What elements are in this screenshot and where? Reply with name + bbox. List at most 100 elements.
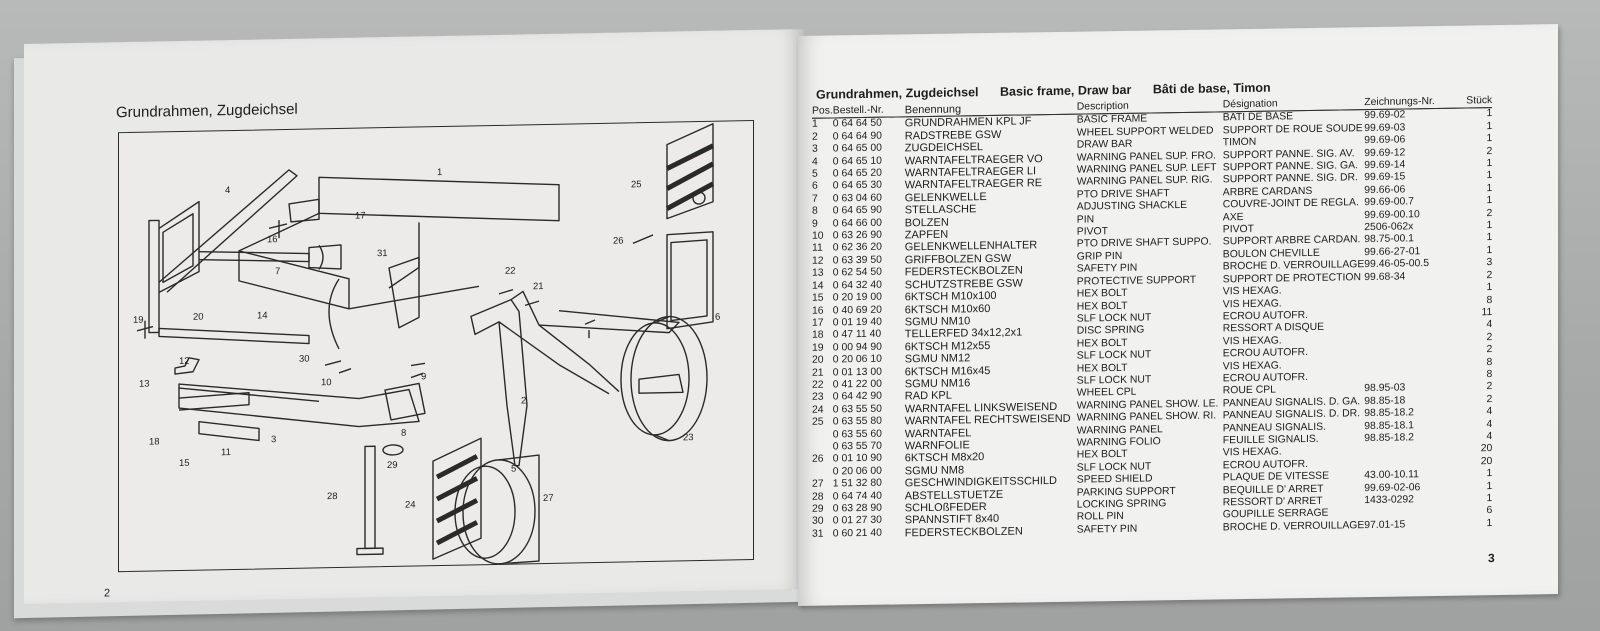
cell-quantity: 2 — [1486, 344, 1493, 356]
parts-table: Pos. Bestell.-Nr. Benennung Description … — [812, 95, 1493, 541]
cell-pos: 30 — [812, 516, 824, 528]
cell-order-number: 0 01 10 90 — [832, 453, 882, 465]
page-number-right: 3 — [1488, 551, 1495, 566]
cell-order-number: 0 64 42 90 — [832, 391, 882, 403]
cell-pos: 29 — [812, 503, 824, 515]
cell-order-number: 0 62 36 20 — [832, 242, 882, 254]
cell-description: SAFETY PIN — [1076, 523, 1138, 536]
cell-order-number: 0 63 39 50 — [832, 254, 882, 267]
pto-drive-shaft — [198, 250, 310, 263]
cell-order-number: 0 20 19 00 — [832, 291, 882, 304]
cell-pos: 19 — [812, 342, 824, 354]
cell-order-number: 0 63 55 60 — [832, 428, 882, 441]
page-number-left: 2 — [104, 587, 111, 600]
cell-designation: SUPPORT PANNE. SIG. DR. — [1222, 172, 1358, 186]
cell-designation: BROCHE D. VERROUILLAGE — [1222, 519, 1365, 534]
cell-quantity: 8 — [1486, 294, 1493, 306]
cell-quantity: 1 — [1486, 182, 1493, 195]
cell-pos: 24 — [812, 404, 824, 416]
left-page: Grundrahmen, Zugdeichsel — [24, 29, 804, 604]
callout-label: 21 — [533, 281, 544, 292]
cell-description: WARNING PANEL SUP. RIG. — [1076, 174, 1213, 189]
callout-label: 2 — [521, 395, 526, 406]
cell-order-number: 0 62 54 50 — [832, 266, 882, 279]
cell-order-number: 0 64 65 10 — [832, 155, 882, 168]
cell-pos: 26 — [812, 453, 824, 466]
cell-description: PTO DRIVE SHAFT SUPPO. — [1076, 236, 1212, 251]
cell-drawing-number: 97.01-15 — [1364, 519, 1406, 531]
callout-label: 14 — [257, 310, 268, 321]
callout-label: 26 — [613, 235, 624, 246]
diagram-title: Grundrahmen, Zugdeichsel — [116, 100, 298, 122]
cell-order-number: 0 64 65 00 — [832, 142, 882, 155]
cell-order-number: 0 63 04 60 — [832, 192, 882, 205]
cell-pos: 21 — [812, 367, 824, 379]
cell-order-number: 0 64 65 30 — [832, 180, 882, 192]
cell-quantity: 1 — [1486, 480, 1493, 492]
callout-label: 15 — [179, 458, 190, 469]
parking-support — [364, 445, 376, 550]
cell-quantity: 4 — [1486, 418, 1493, 430]
cell-quantity: 2 — [1486, 331, 1493, 343]
cell-pos: 1 — [812, 119, 818, 131]
cell-quantity: 8 — [1486, 369, 1493, 381]
cell-order-number: 0 47 11 40 — [832, 329, 882, 341]
cell-quantity: 1 — [1486, 170, 1493, 182]
cell-pos — [812, 466, 833, 479]
cell-pos: 6 — [812, 181, 818, 193]
cell-pos: 5 — [812, 168, 818, 180]
callout-label: 22 — [505, 266, 516, 277]
cell-quantity: 1 — [1486, 244, 1493, 257]
callout-label: 3 — [271, 434, 276, 445]
cell-designation: COUVRE-JOINT DE REGLA. — [1222, 197, 1359, 211]
cell-designation: PANNEAU SIGNALIS. D. DR. — [1222, 408, 1361, 422]
header-quantity: Stück — [1466, 95, 1493, 109]
cell-order-number: 0 01 19 40 — [832, 316, 882, 329]
callout-label: 29 — [387, 460, 398, 471]
cell-pos: 14 — [812, 280, 824, 292]
cell-order-number: 0 64 64 50 — [832, 118, 882, 130]
cell-pos: 4 — [812, 156, 818, 168]
cell-pos: 3 — [812, 143, 818, 155]
cell-quantity: 3 — [1486, 257, 1493, 269]
cell-quantity: 1 — [1486, 120, 1493, 132]
cell-designation: SUPPORT ARBRE CARDAN. — [1222, 234, 1361, 248]
cell-order-number: 0 63 26 90 — [832, 229, 882, 242]
cell-pos: 28 — [812, 491, 824, 503]
cell-pos: 10 — [812, 230, 824, 242]
cell-order-number: 0 41 22 00 — [832, 378, 882, 391]
cell-pos: 11 — [812, 243, 823, 255]
title-english: Basic frame, Draw bar — [1000, 82, 1132, 99]
cell-quantity: 1 — [1486, 195, 1493, 207]
cell-order-number: 0 64 65 20 — [832, 167, 882, 180]
warning-panel-support-right — [666, 231, 714, 330]
cell-designation: SUPPORT DE PROTECTION — [1222, 271, 1361, 286]
warning-panel-left — [432, 437, 482, 560]
cell-quantity: 1 — [1486, 517, 1493, 529]
cell-order-number: 0 60 21 40 — [832, 527, 882, 540]
callout-label: 12 — [179, 356, 190, 367]
cell-order-number: 0 63 55 80 — [832, 415, 882, 428]
callout-label: 6 — [715, 312, 720, 323]
callout-label: 24 — [405, 499, 416, 510]
cell-pos: 27 — [812, 478, 824, 490]
title-german: Grundrahmen, Zugdeichsel — [816, 85, 979, 102]
cell-order-number: 0 64 64 90 — [832, 130, 882, 143]
callout-label: 8 — [401, 428, 406, 439]
cell-order-number: 0 20 06 10 — [832, 353, 882, 366]
cell-quantity: 1 — [1486, 158, 1493, 170]
callout-label: 4 — [225, 185, 230, 196]
callout-label: 28 — [327, 491, 338, 502]
cell-order-number: 0 64 65 90 — [832, 204, 882, 217]
cell-quantity: 1 — [1486, 232, 1493, 244]
cell-quantity: 2 — [1486, 207, 1493, 219]
cell-quantity: 2 — [1486, 145, 1493, 157]
callout-label: 18 — [149, 436, 160, 447]
callout-label: 9 — [421, 371, 426, 382]
callout-label: 16 — [267, 234, 278, 245]
cell-quantity: 1 — [1486, 108, 1493, 120]
cell-description: WARNING PANEL SHOW. RI. — [1076, 410, 1217, 424]
warning-panel-right — [666, 123, 714, 220]
cell-quantity: 8 — [1486, 356, 1493, 368]
